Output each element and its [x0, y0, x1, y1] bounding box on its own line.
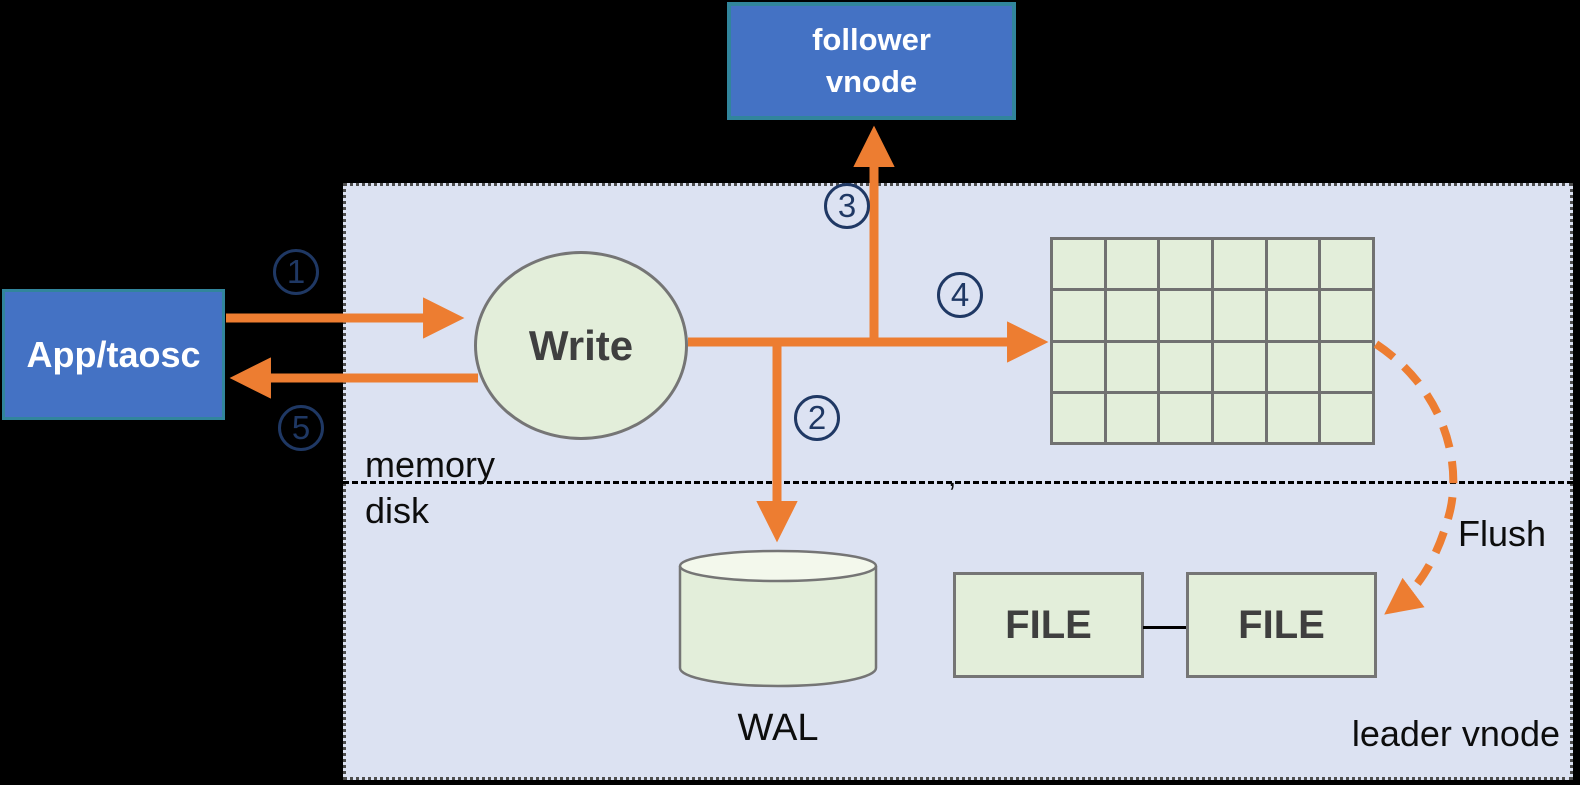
grid-cell — [1214, 342, 1265, 391]
grid-cell — [1053, 291, 1104, 340]
memtable-grid — [1050, 237, 1375, 445]
wal-cylinder — [678, 549, 878, 688]
write-label: Write — [528, 321, 634, 369]
step-3-badge: 3 — [824, 183, 870, 229]
memory-disk-divider — [343, 481, 1573, 484]
step-4-badge: 4 — [937, 272, 983, 318]
file-box-right: FILE — [1186, 572, 1377, 678]
wal-cylinder-top — [678, 549, 878, 583]
leader-vnode-label: leader vnode — [1351, 713, 1560, 754]
file-left-label: FILE — [1005, 602, 1092, 647]
grid-cell — [1321, 291, 1372, 340]
wal-label: WAL — [737, 707, 819, 749]
step-2-badge: 2 — [794, 395, 840, 441]
grid-cell — [1321, 240, 1372, 289]
grid-cell — [1214, 291, 1265, 340]
file-connector-line — [1143, 626, 1186, 629]
grid-cell — [1267, 240, 1319, 289]
wal-cylinder-body — [678, 566, 878, 688]
app-taosc-box: App/taosc — [2, 289, 225, 420]
follower-vnode-box: follower vnode — [727, 2, 1016, 120]
grid-cell — [1267, 342, 1319, 391]
grid-cell — [1321, 393, 1372, 442]
grid-cell — [1106, 240, 1158, 289]
grid-cell — [1321, 342, 1372, 391]
app-taosc-label: App/taosc — [26, 333, 201, 375]
grid-cell — [1160, 393, 1211, 442]
grid-cell — [1106, 393, 1158, 442]
grid-cell — [1106, 291, 1158, 340]
grid-cell — [1053, 240, 1104, 289]
disk-label: disk — [365, 490, 430, 531]
grid-cell — [1160, 240, 1211, 289]
grid-cell — [1214, 393, 1265, 442]
memory-label: memory — [365, 444, 496, 485]
follower-label-line2: vnode — [825, 64, 918, 99]
grid-cell — [1106, 342, 1158, 391]
file-box-left: FILE — [953, 572, 1144, 678]
write-circle: Write — [474, 251, 688, 440]
follower-label-line1: follower — [812, 22, 931, 58]
grid-cell — [1267, 291, 1319, 340]
flush-label: Flush — [1458, 513, 1547, 554]
grid-cell — [1214, 240, 1265, 289]
step-1-badge: 1 — [273, 249, 319, 295]
grid-cell — [1053, 393, 1104, 442]
step-5-badge: 5 — [278, 405, 324, 451]
grid-cell — [1267, 393, 1319, 442]
grid-cell — [1053, 342, 1104, 391]
stray-comma-mark: , — [948, 460, 957, 493]
grid-cell — [1160, 291, 1211, 340]
grid-cell — [1160, 342, 1211, 391]
file-right-label: FILE — [1238, 602, 1325, 647]
